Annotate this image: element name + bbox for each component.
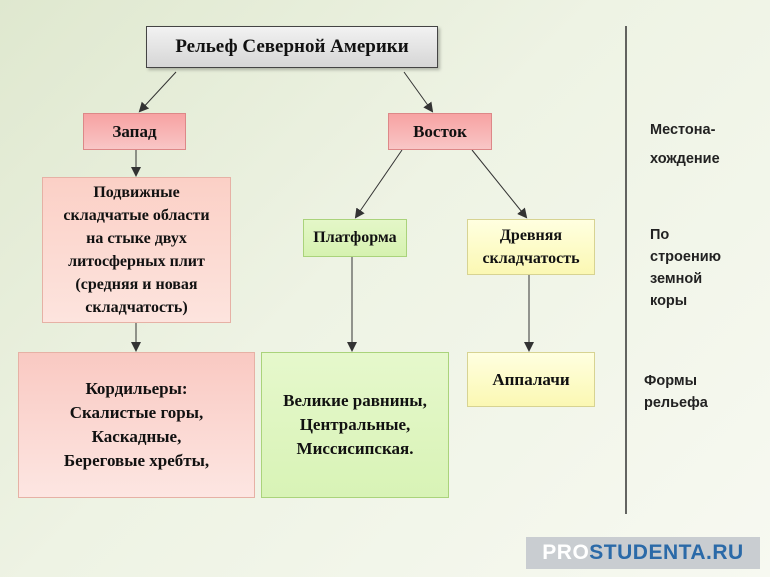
cordillera-line: Скалистые горы,	[69, 403, 204, 422]
west-box: Запад	[83, 113, 186, 150]
plains-box: Великие равнины, Центральные, Миссисипск…	[261, 352, 449, 498]
side-label-location: Местона- хождение	[650, 116, 720, 174]
tectonic-line: складчатость)	[85, 299, 188, 316]
appalachians-box: Аппалачи	[467, 352, 595, 407]
side-label-line: Формы	[644, 373, 698, 389]
cordillera-box: Кордильеры: Скалистые горы, Каскадные, Б…	[18, 352, 255, 498]
tectonic-line: складчатые области	[63, 207, 210, 224]
plains-line: Центральные,	[299, 415, 411, 434]
east-box: Восток	[388, 113, 492, 150]
side-label-line: хождение	[650, 151, 720, 167]
side-label-structure: По строению земной коры	[650, 224, 721, 312]
side-label-line: рельефа	[644, 395, 708, 411]
side-label-forms: Формы рельефа	[644, 370, 708, 414]
arrow-title-to-east	[403, 71, 434, 113]
side-label-line: строению	[650, 249, 721, 265]
cordillera-line: Кордильеры:	[85, 379, 188, 398]
tectonic-line: (средняя и новая	[75, 276, 198, 293]
tectonic-line: на стыке двух	[86, 230, 187, 247]
arrow-east-to-platform	[354, 149, 403, 219]
arrow-title-to-west	[138, 71, 177, 113]
tectonic-west-box: Подвижные складчатые области на стыке дв…	[42, 177, 231, 323]
plains-line: Миссисипская.	[296, 439, 414, 458]
plains-line: Великие равнины,	[283, 391, 427, 410]
platform-box: Платформа	[303, 219, 407, 257]
arrow-east-to-old-folding	[471, 149, 528, 219]
side-label-line: По	[650, 227, 670, 243]
side-label-line: Местона-	[650, 122, 716, 138]
side-label-line: коры	[650, 293, 688, 309]
old-folding-box: Древняя складчатость	[467, 219, 595, 275]
cordillera-line: Каскадные,	[91, 427, 182, 446]
tectonic-line: литосферных плит	[68, 253, 205, 270]
watermark-part1: PRO	[542, 541, 590, 564]
old-folding-line: складчатость	[482, 250, 580, 267]
tectonic-line: Подвижные	[93, 184, 180, 201]
old-folding-line: Древняя	[499, 227, 563, 244]
diagram-title: Рельеф Северной Америки	[146, 26, 438, 68]
side-label-line: земной	[650, 271, 703, 287]
cordillera-line: Береговые хребты,	[63, 451, 210, 470]
watermark-part2: STUDENTA.RU	[589, 541, 744, 564]
